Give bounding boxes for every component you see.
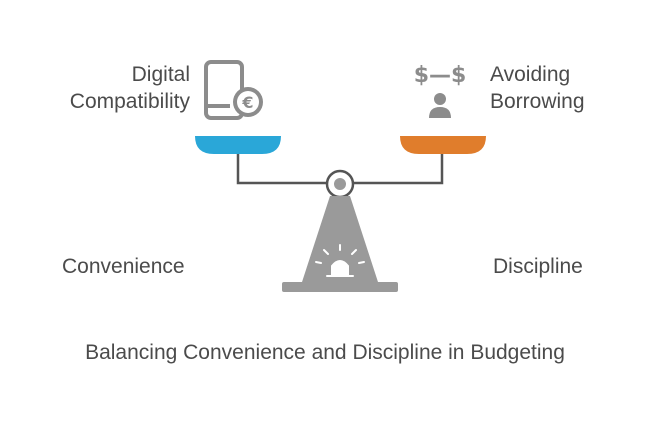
alert-bell-icon: [315, 244, 365, 277]
pivot-center: [334, 178, 346, 190]
right-title-line-2: Borrowing: [490, 90, 585, 113]
svg-text:$—$: $—$: [414, 63, 467, 88]
left-title-line-1: Digital: [131, 63, 190, 86]
left-title: Digital Compatibility: [70, 61, 190, 115]
svg-text:€: €: [241, 93, 253, 112]
right-title-line-1: Avoiding: [490, 63, 571, 86]
money-person-icon: $—$: [414, 63, 467, 118]
left-title-line-2: Compatibility: [69, 90, 190, 113]
right-title: Avoiding Borrowing: [490, 61, 585, 115]
scale-base: [282, 282, 398, 292]
discipline-label: Discipline: [493, 255, 583, 278]
diagram-caption: Balancing Convenience and Discipline in …: [85, 341, 565, 364]
convenience-label: Convenience: [62, 255, 185, 278]
phone-euro-icon: €: [204, 60, 263, 120]
right-pan: [400, 136, 486, 154]
scale-stand: [302, 196, 378, 282]
left-pan: [195, 136, 281, 154]
